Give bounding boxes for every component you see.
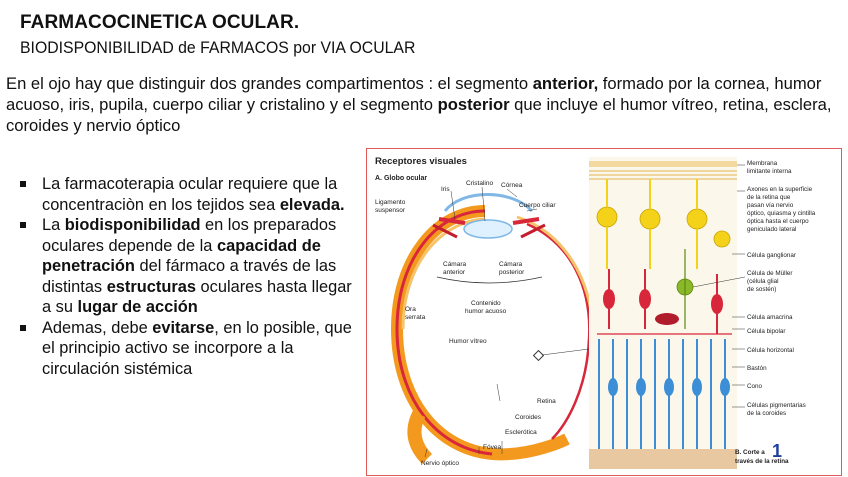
label-ligamento-1: Ligamento (375, 199, 406, 206)
bold-text-run: posterior (437, 95, 510, 114)
text-run: oculares hasta llegar a su (42, 277, 352, 317)
slide-subtitle: BIODISPONIBILIDAD de FARMACOS por VIA OC… (20, 38, 416, 57)
label-cono: Cono (747, 383, 763, 390)
bold-text-run: elevada. (279, 195, 345, 214)
label-camara-anterior-2: anterior (443, 269, 466, 276)
label-membrana-1: Membrana (747, 160, 778, 167)
label-horizontal: Célula horizontal (747, 347, 794, 354)
label-axones-4: óptico, quiasma y cintilla (747, 210, 816, 217)
label-membrana-2: limitante interna (747, 168, 792, 175)
label-muller-1: Célula de Müller (747, 270, 793, 277)
eye-figure: Receptores visuales A. Globo ocular (366, 148, 842, 476)
label-pigment-1: Células pigmentarias (747, 402, 806, 409)
label-ganglionar: Célula ganglionar (747, 252, 796, 259)
label-pigment-2: de la coroides (747, 410, 786, 417)
label-muller-3: de sostén) (747, 286, 776, 293)
label-muller-2: (célula glial (747, 278, 779, 285)
label-camara-anterior-1: Cámara (443, 261, 467, 268)
label-coroides: Coroides (515, 414, 542, 421)
label-camara-posterior-1: Cámara (499, 261, 523, 268)
panel-a-label: A. Globo ocular (375, 175, 427, 182)
text-run: La (42, 216, 65, 234)
text-run: , en lo posible, que el principio activo… (42, 318, 352, 378)
bullet-square-icon (20, 222, 26, 228)
figure-heading: Receptores visuales (375, 156, 467, 167)
retina-section-drawing (589, 157, 746, 469)
label-esclerotica: Esclerótica (505, 429, 537, 436)
bullet-square-icon (20, 324, 26, 331)
bullet-list: La farmacoterapia ocular requiere que la… (18, 174, 363, 379)
label-baston: Bastón (747, 365, 767, 372)
label-ora-2: serrata (405, 314, 426, 321)
bold-text-run: lugar de acción (77, 298, 198, 316)
text-run: formado por la cornea, humor acuoso, iri… (6, 74, 822, 114)
bold-text-run: anterior, (532, 74, 599, 93)
label-cristalino: Cristalino (466, 180, 493, 187)
label-nervio-optico: Nervio óptico (421, 460, 459, 467)
label-iris: Iris (441, 186, 450, 193)
bullet-item: La biodisponibilidad en los preparados o… (18, 215, 363, 318)
page-number: 1 (772, 441, 783, 461)
label-contenido-1: Contenido (471, 300, 501, 307)
label-retina: Retina (537, 398, 556, 405)
bold-text-run: evitarse (152, 318, 215, 337)
label-contenido-2: humor acuoso (465, 308, 507, 315)
text-run: en los preparados oculares depende de la (42, 216, 337, 255)
bullet-item: Ademas, debe evitarse, en lo posible, qu… (18, 318, 363, 380)
label-axones-1: Axones en la superficie (747, 186, 813, 193)
label-axones-6: geniculado lateral (747, 226, 796, 233)
label-cornea: Córnea (501, 182, 523, 189)
bold-text-run: capacidad de penetración (42, 236, 321, 276)
slide-title: FARMACOCINETICA OCULAR. (20, 12, 300, 33)
label-axones-3: pasan vía nervio (747, 202, 794, 209)
text-run: que incluye el humor vítreo, retina, esc… (6, 95, 832, 135)
text-run: del fármaco a través de las distintas (42, 257, 337, 296)
text-run: En el ojo hay que distinguir dos grandes… (6, 74, 533, 93)
label-ligamento-2: suspensor (375, 207, 406, 214)
bullet-item: La farmacoterapia ocular requiere que la… (18, 174, 363, 215)
label-humor-vitreo: Humor vítreo (449, 338, 487, 345)
eye-globe-drawing (390, 186, 595, 464)
label-ora-1: Ora (405, 306, 416, 313)
text-run: Ademas, debe (42, 318, 153, 337)
label-bipolar: Célula bipolar (747, 328, 786, 335)
label-camara-posterior-2: posterior (499, 269, 525, 276)
bold-text-run: estructuras (106, 277, 196, 296)
text-run: La farmacoterapia ocular requiere que la… (42, 175, 338, 214)
label-axones-2: de la retina que (747, 194, 791, 201)
eye-illustration: Receptores visuales A. Globo ocular (375, 156, 816, 469)
label-amacrina: Célula amacrina (747, 314, 793, 321)
panel-b-label-2: través de la retina (735, 458, 789, 465)
panel-b-label-1: B. Corte a (735, 449, 765, 456)
label-fovea: Fóvea (483, 444, 501, 451)
label-cuerpo-ciliar: Cuerpo ciliar (519, 202, 556, 209)
label-axones-5: óptica hasta el cuerpo (747, 218, 809, 225)
bold-text-run: biodisponibilidad (64, 216, 201, 234)
intro-paragraph: En el ojo hay que distinguir dos grandes… (6, 73, 841, 136)
bullet-square-icon (20, 181, 26, 187)
